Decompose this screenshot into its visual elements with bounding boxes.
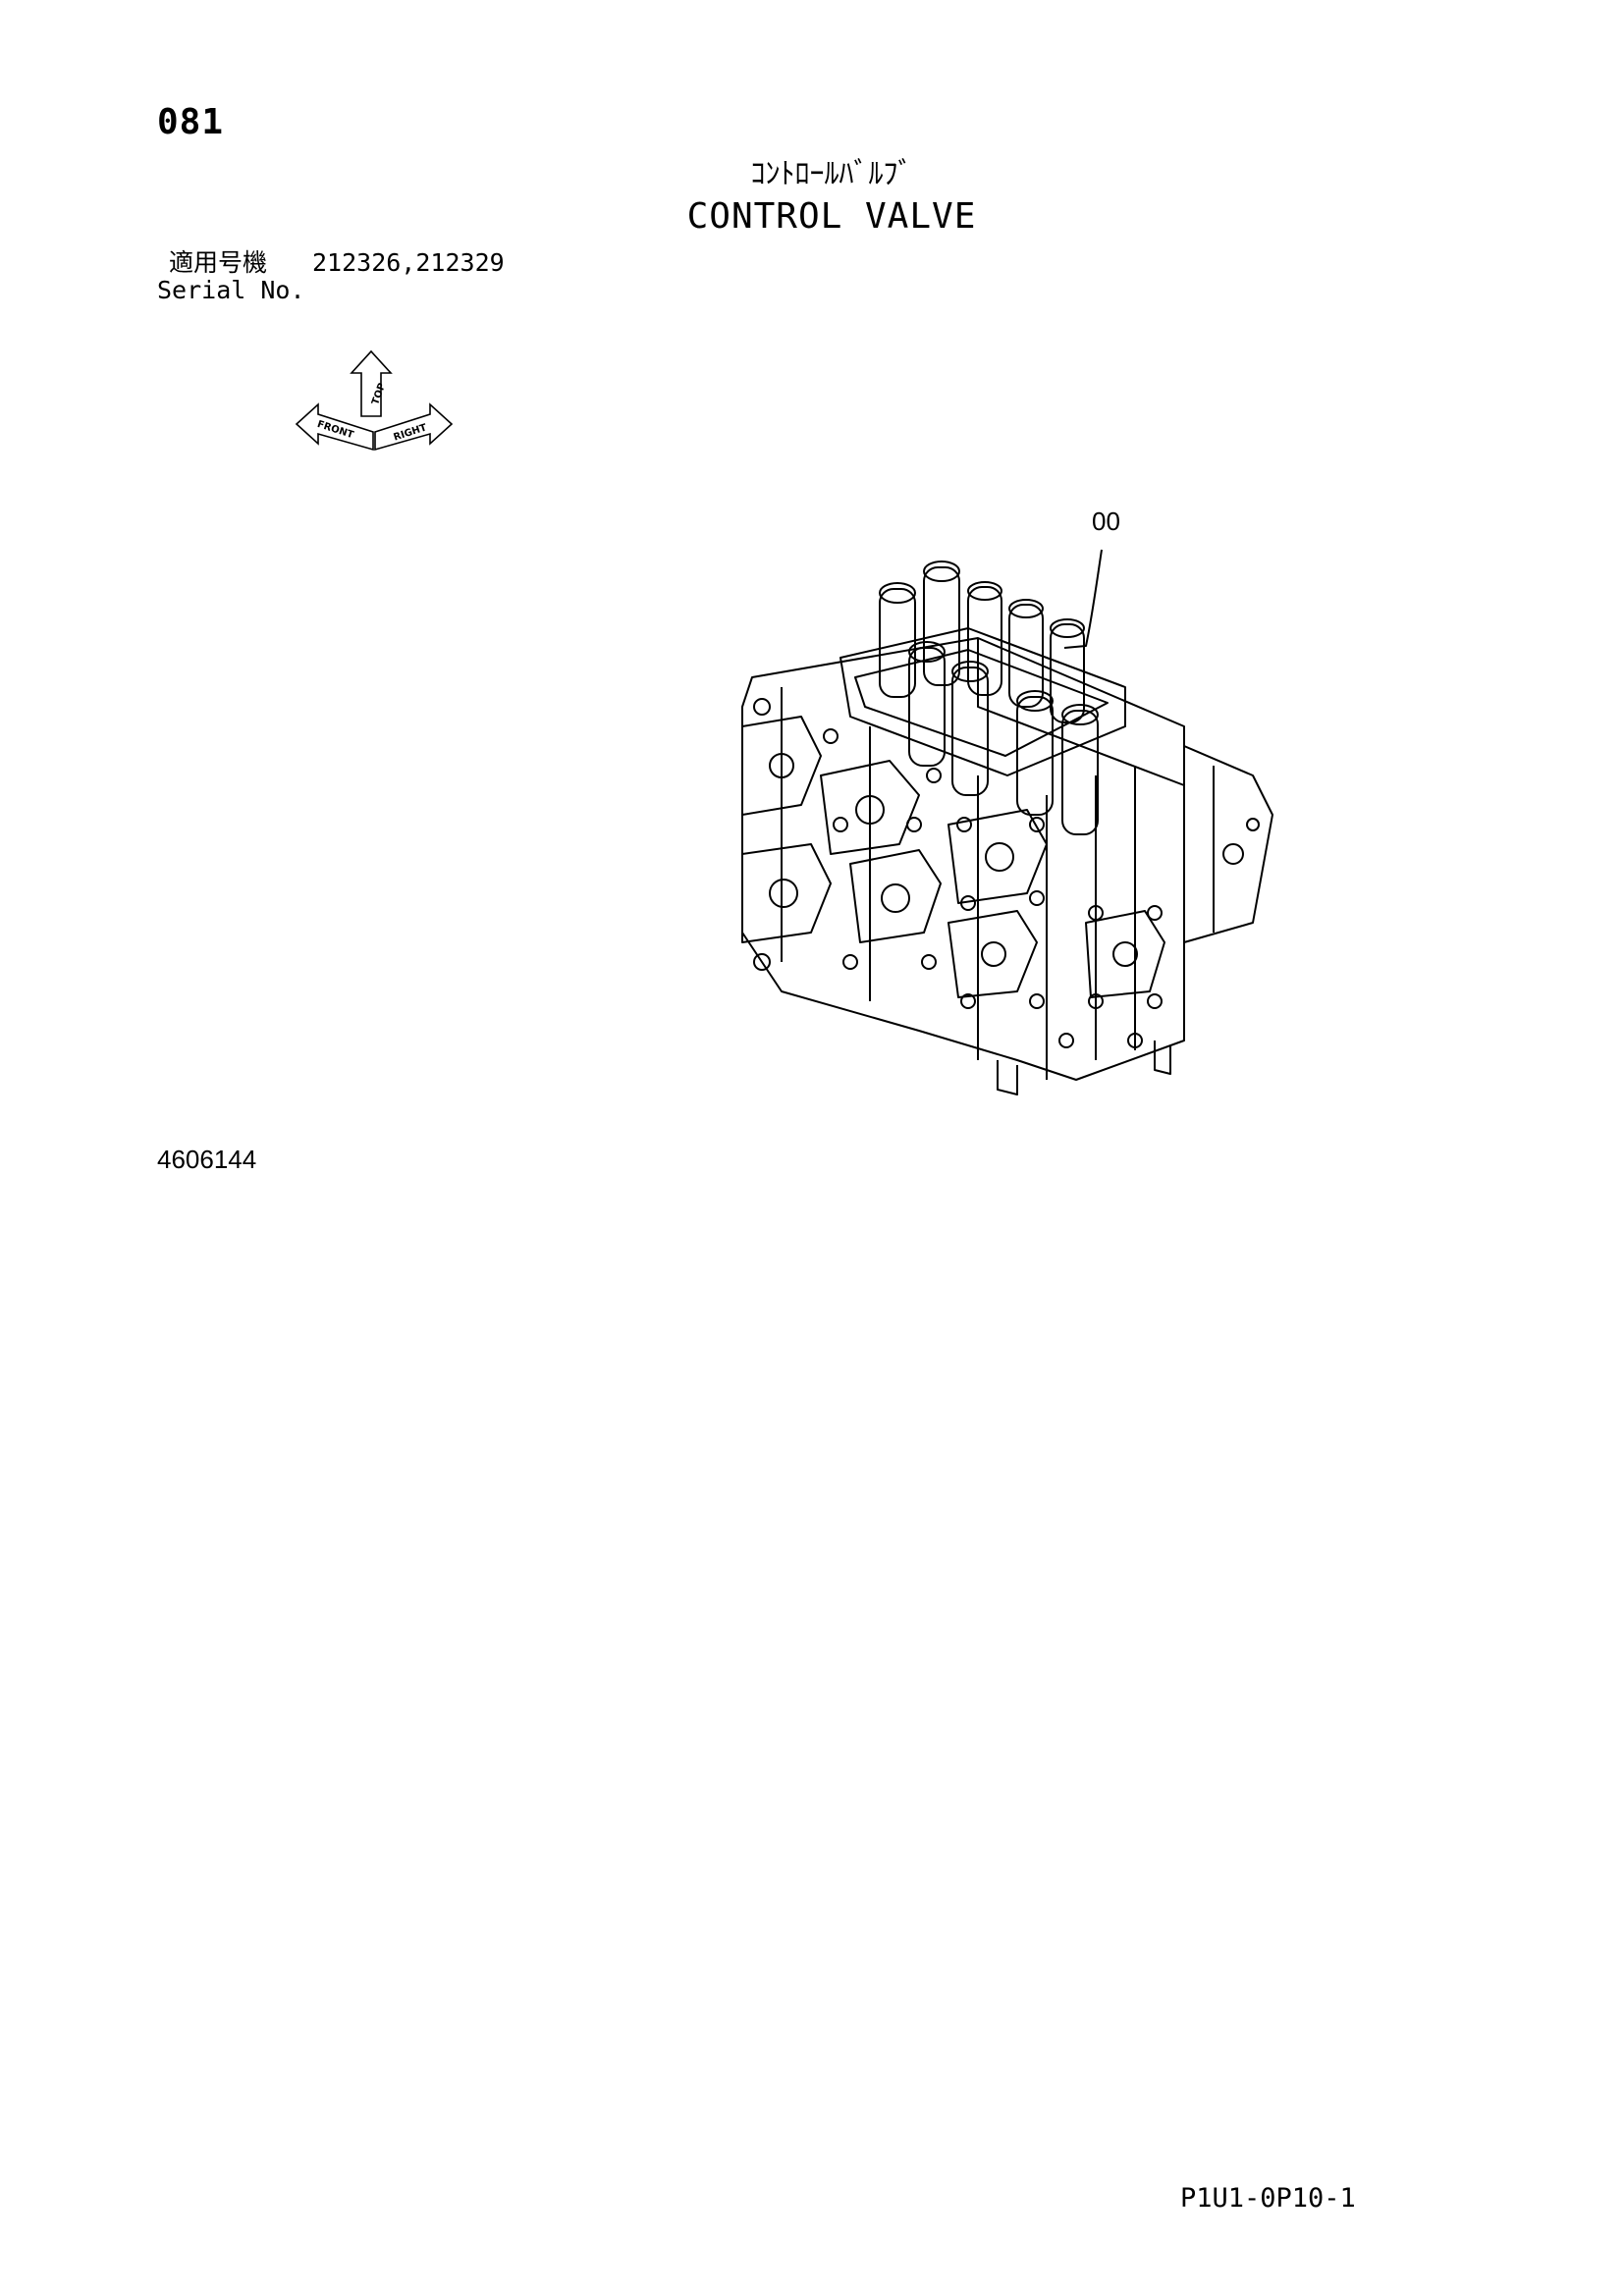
serial-values: 212326,212329 [312,248,505,277]
orientation-arrows-icon: TOP FRONT RIGHT [295,349,454,452]
serial-row-en: Serial No. [157,277,505,304]
serial-label-japanese: 適用号機 [169,248,268,277]
callout-label: 00 [1092,507,1120,536]
title-japanese: ｺﾝﾄﾛｰﾙﾊﾞﾙﾌﾞ [750,157,913,191]
orientation-label-top: TOP [370,382,388,406]
control-valve-drawing [741,549,1273,1095]
drawing-number: 4606144 [157,1145,257,1174]
title-english: CONTROL VALVE [686,196,977,237]
serial-block: 適用号機 212326,212329 Serial No. [157,249,505,304]
serial-row-jp: 適用号機 212326,212329 [157,249,505,277]
page-code: P1U1-0P10-1 [1180,2183,1356,2214]
page-number: 081 [157,102,225,142]
serial-label-english: Serial No. [157,276,305,304]
orientation-label-front: FRONT [316,419,355,441]
